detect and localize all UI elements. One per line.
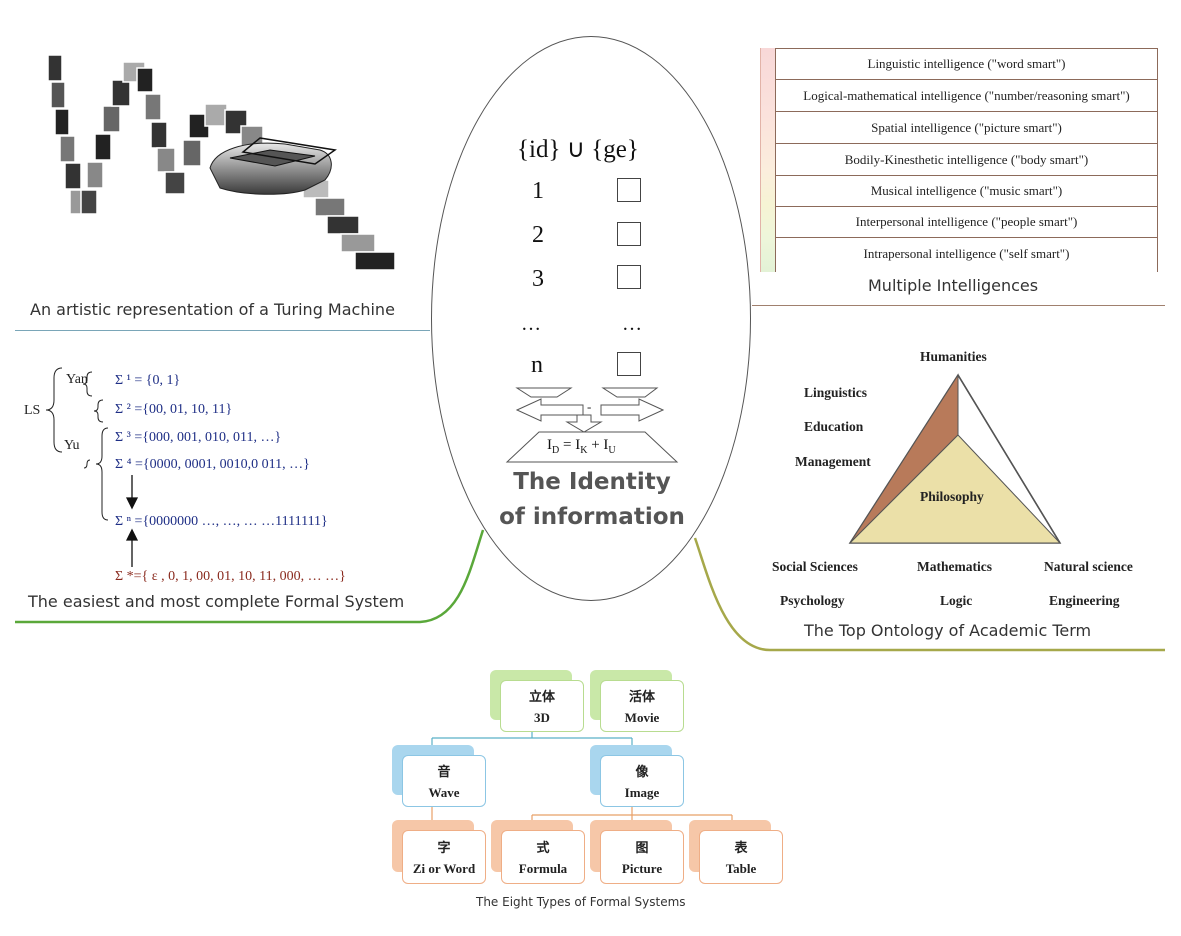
ontology-natural-science: Natural science (1044, 559, 1133, 574)
formula-sub-d: D (552, 445, 560, 456)
formal-system-caption: The easiest and most complete Formal Sys… (28, 592, 405, 611)
formal-sigma-2: Σ ² ={00, 01, 10, 11} (115, 402, 233, 417)
ontology-engineering: Engineering (1049, 593, 1120, 608)
formal-sigma-4: Σ ⁴ ={0000, 0001, 0010,0 011, …} (115, 457, 310, 472)
identity-row-label: 3 (532, 266, 544, 292)
ontology-humanities: Humanities (920, 349, 987, 364)
formula-plus: + I (587, 437, 609, 453)
identity-header: {id} ∪ {ge} (517, 136, 639, 163)
turing-machine-illustration (47, 54, 396, 271)
formal-ls-label: LS (24, 403, 41, 418)
intelligence-item: Spatial intelligence ("picture smart") (775, 112, 1158, 144)
connector-left (15, 529, 485, 624)
formal-sigma-3: Σ ³ ={000, 001, 010, 011, …} (115, 430, 282, 445)
identity-title-line2: of information (499, 504, 685, 530)
identity-formula: ID = IK + IU (547, 437, 616, 456)
ontology-caption: The Top Ontology of Academic Term (804, 621, 1092, 640)
identity-ellipsis-right: … (622, 313, 642, 335)
intelligences-caption-rule (752, 305, 1165, 306)
intelligence-item: Linguistic intelligence ("word smart") (775, 48, 1158, 80)
identity-row-box (617, 222, 641, 246)
ontology-linguistics: Linguistics (804, 385, 868, 400)
identity-ellipse (431, 36, 751, 601)
connector-right (693, 537, 1165, 652)
ontology-philosophy: Philosophy (920, 489, 984, 504)
intelligences-caption: Multiple Intelligences (868, 276, 1039, 295)
intelligences-table-border (775, 48, 1158, 272)
formula-eq: = I (559, 437, 581, 453)
identity-row-box (617, 178, 641, 202)
formal-yu-label: Yu (64, 438, 80, 453)
ontology-social-sciences: Social Sciences (772, 559, 858, 574)
identity-minus: - (587, 399, 592, 414)
ontology-mathematics: Mathematics (917, 559, 992, 574)
ontology-education: Education (804, 419, 864, 434)
formula-sub-k: K (580, 445, 588, 456)
intelligence-item: Bodily-Kinesthetic intelligence ("body s… (775, 144, 1158, 176)
formula-i: I (547, 437, 552, 453)
turing-caption-rule (15, 330, 430, 331)
turing-machine-panel: An artistic representation of a Turing M… (15, 40, 430, 332)
formal-yan-label: Yan (66, 372, 88, 387)
identity-title-line1: The Identity (513, 469, 671, 495)
identity-arrows (505, 387, 679, 463)
identity-row-label: 1 (532, 178, 544, 204)
formal-sigma-n: Σ ⁿ ={0000000 …, …, … …1111111} (115, 514, 328, 529)
turing-caption: An artistic representation of a Turing M… (30, 300, 395, 319)
eight-types-caption: The Eight Types of Formal Systems (476, 895, 686, 909)
identity-row-box (617, 352, 641, 376)
intelligence-item: Musical intelligence ("music smart") (775, 175, 1158, 207)
ontology-psychology: Psychology (780, 593, 845, 608)
intelligences-strip-edge (760, 48, 761, 272)
identity-row-box (617, 265, 641, 289)
formal-sigma-1: Σ ¹ = {0, 1} (115, 373, 181, 388)
formal-sigma-star: Σ *={ ε , 0, 1, 00, 01, 10, 11, 000, … …… (115, 569, 346, 584)
identity-row-label: n (531, 352, 543, 378)
ontology-triangle (848, 373, 1062, 544)
intelligence-item: Interpersonal intelligence ("people smar… (775, 206, 1158, 238)
identity-row-label: 2 (532, 222, 544, 248)
ontology-logic: Logic (940, 593, 973, 608)
formula-sub-u: U (608, 445, 616, 456)
intelligence-item: Logical-mathematical intelligence ("numb… (775, 80, 1158, 112)
formal-system-braces (45, 367, 139, 567)
intelligence-item: Intrapersonal intelligence ("self smart"… (863, 246, 1070, 261)
identity-row-label: … (521, 313, 541, 335)
intelligences-color-strip (760, 48, 775, 272)
ontology-management: Management (795, 454, 871, 469)
